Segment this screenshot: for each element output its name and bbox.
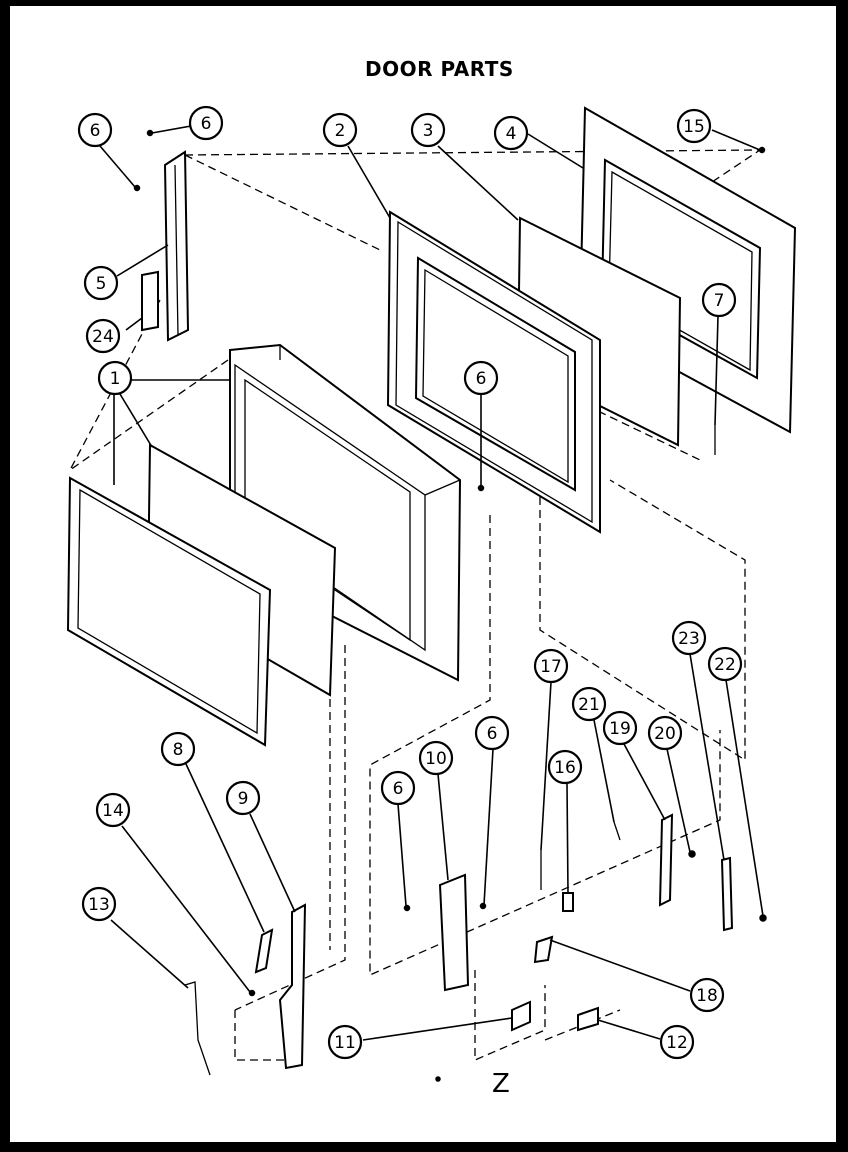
svg-text:6: 6 — [393, 779, 404, 799]
svg-text:5: 5 — [96, 274, 107, 294]
interlock-components — [533, 813, 767, 964]
diagram-title: DOOR PARTS — [365, 57, 514, 81]
latch-components-left — [184, 903, 307, 1076]
part-5-hinge-bracket — [163, 150, 190, 342]
svg-text:2: 2 — [335, 121, 346, 141]
part-9-latch-lever — [278, 903, 307, 1070]
svg-text:4: 4 — [506, 124, 517, 144]
callout-6-c: 6 — [463, 360, 499, 396]
callout-14: 14 — [95, 792, 131, 828]
svg-text:18: 18 — [696, 986, 718, 1006]
callout-21: 21 — [571, 686, 607, 722]
callout-9: 9 — [225, 780, 261, 816]
svg-text:15: 15 — [683, 117, 705, 137]
part-24-spacer — [141, 270, 159, 332]
part-13-latch-spring — [184, 981, 211, 1076]
leader-lines — [99, 125, 764, 1041]
callout-11: 11 — [327, 1024, 363, 1060]
callouts: 6 6 2 3 4 15 5 24 1 6 7 8 9 14 13 10 6 6… — [77, 105, 743, 1060]
callout-20: 20 — [647, 715, 683, 751]
callout-15: 15 — [676, 108, 712, 144]
part-19-switch-lever — [658, 813, 674, 907]
svg-text:6: 6 — [90, 121, 101, 141]
callout-13: 13 — [81, 886, 117, 922]
callout-17: 17 — [533, 648, 569, 684]
callout-19: 19 — [602, 710, 638, 746]
callout-6-d: 6 — [474, 715, 510, 751]
svg-text:8: 8 — [173, 740, 184, 760]
callout-8: 8 — [160, 731, 196, 767]
part-12-switch — [577, 1006, 599, 1032]
callout-1: 1 — [97, 360, 133, 396]
sheet-dot — [435, 1076, 441, 1082]
callout-4: 4 — [493, 115, 529, 151]
callout-12: 12 — [659, 1024, 695, 1060]
part-10-switch-bracket — [438, 873, 470, 992]
part-8-latch-pin — [254, 928, 274, 974]
svg-text:23: 23 — [678, 629, 700, 649]
callout-5: 5 — [83, 265, 119, 301]
callout-22: 22 — [707, 646, 743, 682]
svg-text:6: 6 — [487, 724, 498, 744]
svg-text:10: 10 — [425, 749, 447, 769]
svg-text:13: 13 — [88, 895, 110, 915]
sheet-mark: Z — [492, 1069, 510, 1099]
svg-text:12: 12 — [666, 1033, 688, 1053]
callout-16: 16 — [547, 749, 583, 785]
svg-text:17: 17 — [540, 657, 562, 677]
callout-6-e: 6 — [380, 770, 416, 806]
part-23-latch-rod — [720, 856, 734, 932]
callout-6-b: 6 — [188, 105, 224, 141]
svg-text:1: 1 — [110, 369, 121, 389]
svg-text:22: 22 — [714, 655, 736, 675]
callout-23: 23 — [671, 620, 707, 656]
part-11-switch — [511, 1000, 531, 1032]
callout-18: 18 — [689, 977, 725, 1013]
callout-7: 7 — [701, 282, 737, 318]
svg-text:6: 6 — [201, 114, 212, 134]
callout-6-a: 6 — [77, 112, 113, 148]
callout-24: 24 — [85, 318, 121, 354]
callout-3: 3 — [410, 112, 446, 148]
svg-text:9: 9 — [238, 789, 249, 809]
part-1-front-frame — [66, 476, 272, 747]
svg-text:19: 19 — [609, 719, 631, 739]
svg-text:14: 14 — [102, 801, 124, 821]
callout-10: 10 — [418, 740, 454, 776]
callout-2: 2 — [322, 112, 358, 148]
svg-text:11: 11 — [334, 1033, 356, 1053]
svg-text:16: 16 — [554, 758, 576, 778]
part-16-actuator — [562, 892, 574, 912]
svg-text:3: 3 — [423, 121, 434, 141]
svg-text:20: 20 — [654, 724, 676, 744]
svg-text:7: 7 — [714, 291, 725, 311]
svg-text:6: 6 — [476, 369, 487, 389]
svg-text:21: 21 — [578, 695, 600, 715]
part-18-switch — [533, 935, 554, 964]
svg-text:24: 24 — [92, 327, 114, 347]
